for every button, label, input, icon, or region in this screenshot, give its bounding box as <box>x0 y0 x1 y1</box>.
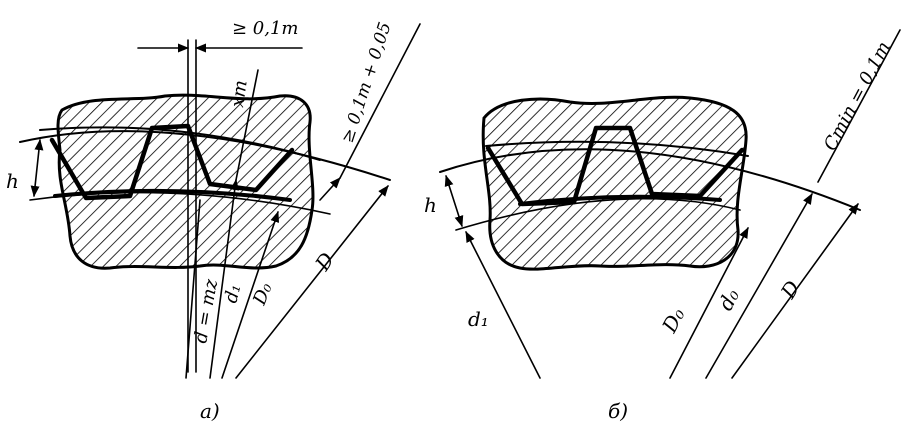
h-dim-a <box>30 138 44 198</box>
root-arc-a <box>53 188 292 202</box>
label-D0-b: D₀ <box>657 304 690 337</box>
base-arc-b <box>455 197 741 231</box>
leader-D0-b <box>669 227 749 379</box>
figure-b: h Cmin = 0,1m d₁ D₀ d₀ D б) <box>424 29 901 423</box>
label-d0-b: d₀ <box>713 285 744 315</box>
caption-b: б) <box>608 399 628 423</box>
leader-d0-b <box>705 193 813 379</box>
leader-d1 <box>209 178 240 379</box>
leader-D0 <box>221 210 280 379</box>
base-arc-a <box>29 191 331 215</box>
leader-tip <box>339 23 421 179</box>
label-h-a: h <box>6 169 19 193</box>
tip-arc-b <box>485 140 749 157</box>
tip-arc-a <box>39 126 321 161</box>
label-D-b: D <box>775 276 804 303</box>
leader-cmin <box>817 29 901 183</box>
leader-D-b <box>731 203 859 379</box>
label-cmin: Cmin = 0,1m <box>820 38 895 154</box>
section-body-b <box>481 95 748 271</box>
label-d1-b: d₁ <box>468 307 489 331</box>
figure-a: h ≥ 0,1m xm ≥ 0,1m + 0,05 d = mz d₁ D₀ D… <box>6 18 421 423</box>
root-arc-b <box>518 194 722 206</box>
leader-xm <box>235 69 259 181</box>
label-shift: xm <box>227 79 252 109</box>
section-body-a <box>56 93 315 270</box>
leader-d <box>185 199 201 379</box>
tooth-profile-a <box>49 123 295 201</box>
label-min-gap: ≥ 0,1m <box>232 18 299 39</box>
h-dim-b <box>444 174 464 228</box>
label-h-b: h <box>424 193 437 217</box>
label-d1-a: d₁ <box>220 282 245 305</box>
label-d: d = mz <box>190 277 222 345</box>
leader-d1-b <box>465 231 541 379</box>
caption-a: a) <box>200 399 220 423</box>
leader-D <box>235 185 389 379</box>
outer-arc-b <box>439 148 861 211</box>
